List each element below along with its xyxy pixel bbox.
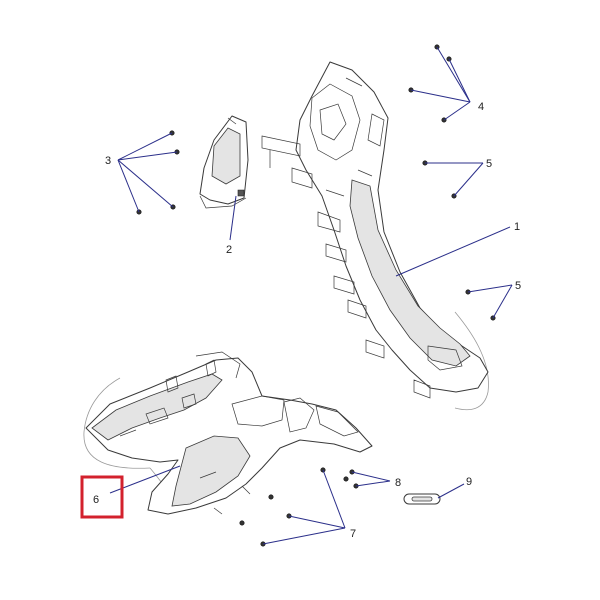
callout-6: 6	[93, 494, 99, 506]
callout-7: 7	[350, 528, 356, 540]
callout-5-upper: 5	[486, 158, 492, 170]
callout-labels: 1 2 3 4 5 5 6 7 8 9	[93, 101, 521, 540]
leader-lines	[109, 46, 513, 545]
part-6-rear-lower-panel	[85, 351, 373, 515]
callout-8: 8	[395, 477, 401, 489]
highlight-box-callout-6	[80, 475, 124, 519]
callout-3: 3	[105, 155, 111, 167]
part-1-front-inner-panel	[261, 61, 489, 399]
callout-1: 1	[514, 221, 520, 233]
callout-2: 2	[226, 244, 232, 256]
callout-9: 9	[466, 476, 472, 488]
screw-8b	[343, 476, 349, 482]
part-9-slotted-plate	[403, 493, 441, 505]
screw-7b	[268, 494, 274, 500]
callout-5-lower: 5	[515, 280, 521, 292]
callout-4: 4	[478, 101, 484, 113]
screw-7d	[239, 520, 245, 526]
part-2-small-cover	[199, 115, 249, 209]
